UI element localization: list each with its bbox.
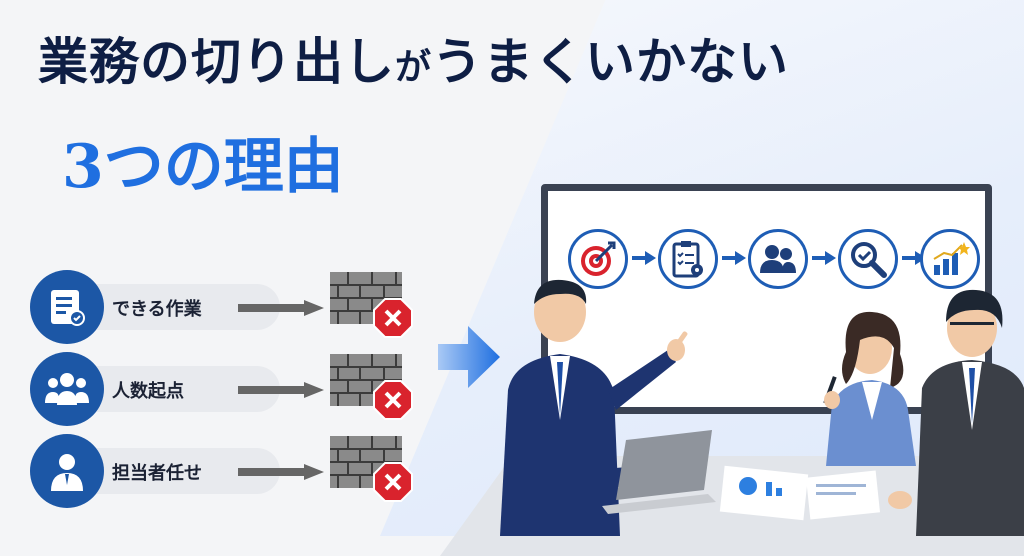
big-right-arrow-icon [438,326,500,388]
reason-label: できる作業 [112,299,202,320]
business-people-illustration [500,279,1024,536]
title-part-b: うまくいかない [432,32,790,91]
magnifier-icon [838,229,898,289]
right-arrow-icon [238,464,324,480]
title-part-small: が [395,46,433,88]
flow-arrow-icon [722,251,746,265]
reason-item: 担当者任せ [30,434,430,508]
reason-label: 人数起点 [112,381,184,402]
error-x-icon [373,462,413,502]
error-x-icon [373,380,413,420]
page-title: 業務の切り出しがうまくいかない [38,22,789,94]
flow-arrow-icon [812,251,836,265]
flow-arrow-icon [632,251,656,265]
target-icon [568,229,628,289]
checklist-gear-icon [658,229,718,289]
reason-item: できる作業 [30,270,430,344]
document-check-icon [30,270,104,344]
team-icon [748,229,808,289]
person-icon [30,434,104,508]
growth-chart-icon [920,229,980,289]
title-part-a: 業務の切り出し [38,32,395,91]
error-x-icon [373,298,413,338]
page-subtitle: 3つの理由 [62,132,344,202]
right-arrow-icon [238,382,324,398]
reason-item: 人数起点 [30,352,430,426]
group-icon [30,352,104,426]
whiteboard [541,184,992,414]
reason-label: 担当者任せ [112,463,202,484]
right-arrow-icon [238,300,324,316]
